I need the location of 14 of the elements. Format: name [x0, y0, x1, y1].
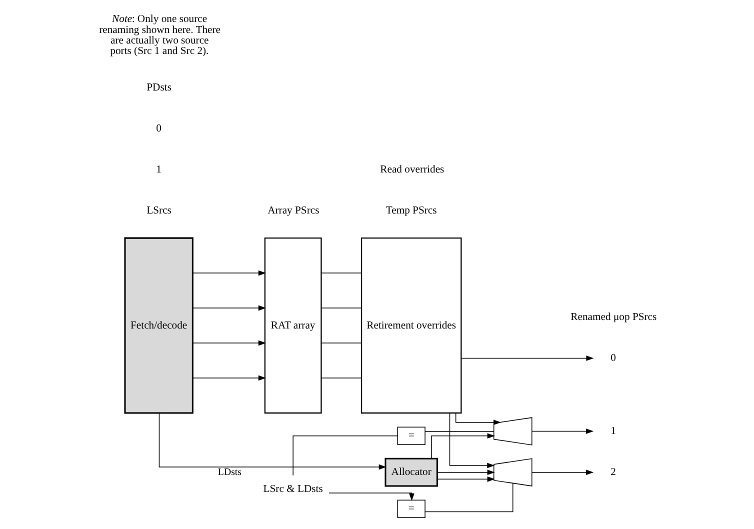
node-text: 0 [610, 353, 616, 364]
label: 0 [156, 123, 161, 134]
label: Read overrides [380, 164, 444, 176]
label: Renamed μop PSrcs [570, 312, 656, 323]
node-text: 1 [610, 426, 616, 438]
label: Note: Only one source renaming shown here. There are actually two source ports (Src 1 and Src 2). [98, 14, 220, 58]
label: LSrcs [146, 206, 171, 217]
label: Array PSrcs [267, 206, 319, 217]
node-text: LSrc & LDsts [262, 484, 322, 495]
label: PDsts [146, 82, 171, 94]
edge-label: LDsts [217, 466, 242, 478]
node-text: 2 [610, 467, 616, 478]
label: Temp PSrcs [385, 206, 436, 217]
label: 1 [156, 164, 161, 176]
